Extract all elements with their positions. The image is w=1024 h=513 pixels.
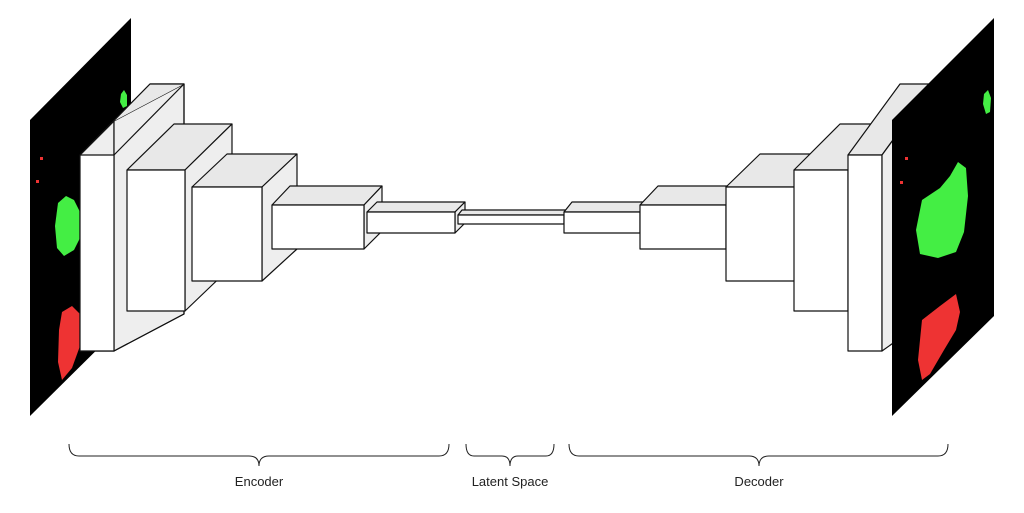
decoder-blocks bbox=[563, 83, 935, 352]
decoder-label: Decoder bbox=[734, 474, 784, 489]
encoder-block-3 bbox=[191, 153, 298, 282]
output-mask-green-small bbox=[983, 90, 991, 114]
input-mask-red-dot bbox=[40, 157, 43, 160]
encoder-brace bbox=[68, 443, 450, 467]
encoder-label: Encoder bbox=[234, 474, 284, 489]
output-mask-green bbox=[916, 162, 968, 258]
output-image bbox=[892, 18, 994, 416]
encoder-blocks bbox=[79, 83, 466, 352]
section-braces bbox=[68, 443, 949, 467]
latent-brace bbox=[465, 443, 555, 467]
decoder-block-1 bbox=[563, 201, 649, 234]
output-mask-red-dot bbox=[905, 157, 908, 160]
decoder-brace bbox=[568, 443, 949, 467]
latent-block bbox=[457, 209, 569, 225]
input-mask-green bbox=[55, 196, 80, 256]
input-mask-green-small bbox=[120, 90, 127, 108]
encoder-block-5 bbox=[366, 201, 466, 234]
latent-space-label: Latent Space bbox=[471, 474, 549, 489]
decoder-block-2 bbox=[639, 185, 745, 250]
input-mask-red-dot bbox=[36, 180, 39, 183]
encoder-block-4 bbox=[271, 185, 383, 250]
input-mask-red bbox=[58, 306, 80, 380]
output-mask-red-dot bbox=[900, 181, 903, 184]
output-mask-red bbox=[918, 294, 960, 380]
